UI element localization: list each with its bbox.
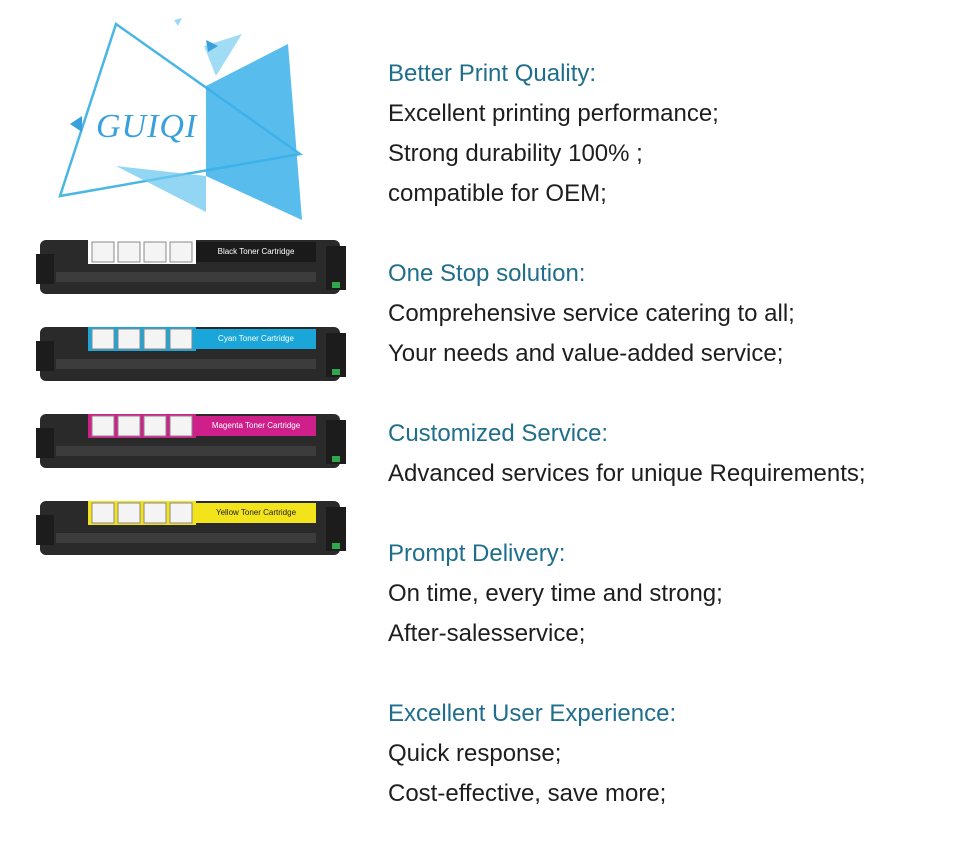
toner-cartridge-cyan: Cyan Toner Cartridge — [36, 319, 348, 387]
feature-line: After-salesservice; — [388, 620, 586, 647]
feature-line: Comprehensive service catering to all; — [388, 300, 795, 327]
logo-text: GUIQI — [96, 108, 198, 145]
feature-line: On time, every time and strong; — [388, 580, 723, 607]
feature-line: Quick response; — [388, 740, 562, 767]
feature-list: Better Print Quality: Excellent printing… — [388, 54, 948, 854]
feature-title: Excellent User Experience: — [388, 700, 677, 727]
cartridge-label: Yellow Toner Cartridge — [215, 508, 297, 517]
cartridge-body-icon — [36, 327, 346, 381]
feature-line: Excellent printing performance; — [388, 100, 719, 127]
feature-prompt-delivery: Prompt Delivery: On time, every time and… — [388, 534, 948, 654]
toner-cartridge-black: Black Toner Cartridge — [36, 232, 348, 300]
cartridge-label: Cyan Toner Cartridge — [218, 334, 294, 343]
guiqi-logo — [56, 16, 320, 226]
feature-print-quality: Better Print Quality: Excellent printing… — [388, 54, 948, 214]
feature-title: One Stop solution: — [388, 260, 586, 287]
feature-one-stop: One Stop solution: Comprehensive service… — [388, 254, 948, 374]
cartridge-body-icon — [36, 501, 346, 555]
cartridge-body-icon — [36, 240, 346, 294]
logo-triangles-icon — [58, 18, 304, 220]
feature-line: Cost-effective, save more; — [388, 780, 667, 807]
toner-cartridge-magenta: Magenta Toner Cartridge — [36, 406, 348, 474]
feature-title: Better Print Quality: — [388, 60, 597, 87]
toner-cartridge-yellow: Yellow Toner Cartridge — [36, 493, 348, 561]
feature-line: compatible for OEM; — [388, 180, 607, 207]
cartridge-label: Black Toner Cartridge — [217, 247, 295, 256]
cartridge-label: Magenta Toner Cartridge — [211, 421, 301, 430]
cartridge-body-icon — [36, 414, 346, 468]
cartridge-stack: Black Toner Cartridge Cyan Toner Cartrid… — [36, 232, 348, 580]
feature-line: Strong durability 100% ; — [388, 140, 643, 167]
feature-line: Your needs and value-added service; — [388, 340, 784, 367]
feature-customized-service: Customized Service: Advanced services fo… — [388, 414, 948, 494]
feature-user-experience: Excellent User Experience: Quick respons… — [388, 694, 948, 814]
feature-title: Prompt Delivery: — [388, 540, 566, 567]
feature-title: Customized Service: — [388, 420, 609, 447]
feature-line: Advanced services for unique Requirement… — [388, 460, 866, 487]
